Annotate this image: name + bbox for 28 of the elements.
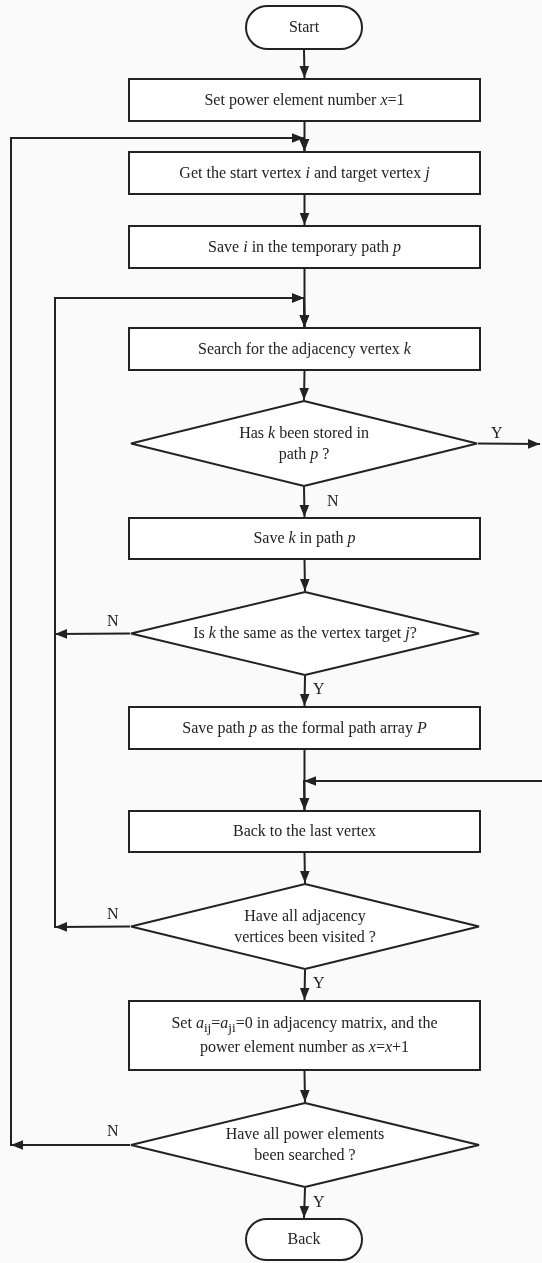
node-text: Set power element number x=1 [204, 89, 405, 111]
node-text: Has k been stored in path p ? [238, 422, 370, 465]
terminal-shape [245, 5, 363, 50]
node-text: Is k the same as the vertex target j? [192, 623, 418, 644]
node-text: Back [287, 1229, 321, 1250]
process-box [128, 225, 481, 269]
terminal-shape [245, 1218, 363, 1261]
node-text: Save k in path p [253, 528, 356, 549]
node-text: Search for the adjacency vertex k [198, 338, 411, 360]
decision-diamond [130, 400, 478, 487]
node-text: Have all adjacency vertices been visited ? [233, 905, 377, 947]
node-text: Save path p as the formal path array P [182, 717, 427, 739]
node-text: Set a$_{ij}$=a$_{ji}$=0 in adjacency matrix, and the power element number as x=x+1 [170, 1013, 439, 1058]
process-box [128, 327, 481, 371]
node-text: Start [288, 17, 320, 38]
process-box [128, 151, 481, 195]
decision-diamond [130, 1102, 480, 1188]
node-text: Have all power elements been searched ? [224, 1124, 386, 1165]
node-text: Back to the last vertex [232, 821, 377, 842]
process-box [128, 78, 481, 122]
node-text: Save i in the temporary path p [208, 236, 401, 258]
decision-diamond [130, 591, 480, 676]
process-box [128, 706, 481, 750]
decision-diamond [130, 883, 480, 970]
process-box [128, 1000, 481, 1071]
node-text: Get the start vertex i and target vertex j [179, 162, 430, 184]
process-box [128, 810, 481, 853]
process-box [128, 517, 481, 560]
